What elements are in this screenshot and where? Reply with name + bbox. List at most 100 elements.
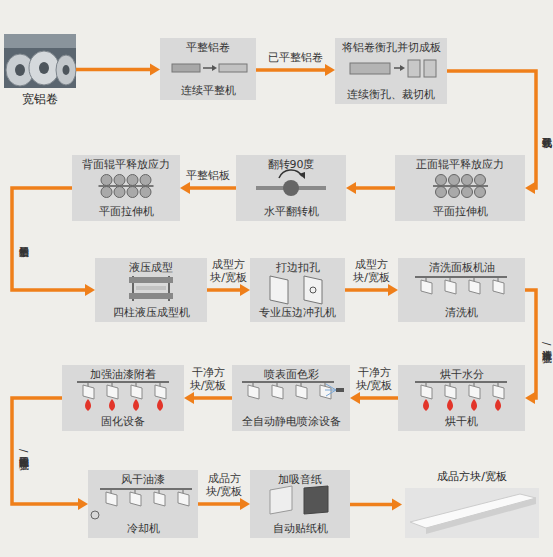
node-caption: 连续衡孔、裁切机	[347, 88, 435, 101]
coil-core	[39, 62, 49, 74]
arrow-line	[76, 68, 151, 72]
product-panel-side	[426, 498, 536, 534]
photo-node: 成品方块/宽板	[402, 470, 542, 540]
product-panel	[410, 494, 536, 528]
node-caption: 水平翻转机	[264, 205, 319, 218]
flow-arrow	[184, 392, 232, 404]
node-heading: 将铝卷衡孔并切成板	[342, 41, 441, 54]
flow-arrow	[256, 64, 335, 76]
arrow-line	[350, 503, 393, 507]
arrow-head	[180, 182, 190, 194]
flow-arrow	[180, 182, 236, 194]
edge-label: 平整铝板	[182, 169, 234, 182]
node-caption: 全自动静电喷涂设备	[242, 415, 341, 428]
arrow-head	[388, 284, 398, 296]
process-box: 正面辊平释放应力平面拉伸机	[395, 155, 525, 221]
node-heading: 宽铝卷	[22, 93, 58, 106]
node-caption: 自动贴纸机	[273, 522, 328, 535]
process-box: 风干油漆冷却机	[88, 470, 198, 538]
photo-bg	[4, 34, 76, 88]
edge-label: 成型方块/宽板	[351, 258, 393, 284]
coil-core	[15, 64, 25, 76]
node-heading: 液压成型	[129, 261, 173, 274]
node-heading: 烘干水分	[440, 368, 484, 381]
node-heading: 风干油漆	[121, 473, 165, 486]
arrow-line	[355, 186, 395, 190]
process-box: 加强油漆附着固化设备	[62, 365, 184, 431]
arrow-head	[525, 392, 535, 404]
arrow-line	[359, 396, 398, 400]
edge-label: 清洗方板/宽板	[540, 342, 552, 345]
node-caption: 平面拉伸机	[99, 205, 154, 218]
arrow-line	[345, 288, 389, 292]
node-heading: 背面辊平释放应力	[82, 158, 170, 171]
arrow-line	[525, 290, 536, 398]
arrow-head	[78, 498, 88, 510]
process-box: 打边扣孔专业压边冲孔机	[250, 258, 345, 322]
process-box: 喷表面色彩全自动静电喷涂设备	[232, 365, 350, 431]
arrow-head	[325, 64, 335, 76]
node-heading: 加强油漆附着	[90, 368, 156, 381]
process-box: 清洗面板机油清洗机	[398, 258, 525, 322]
arrow-line	[189, 186, 236, 190]
process-box: 液压成型四柱液压成型机	[95, 258, 207, 322]
node-caption: 连续平整机	[181, 84, 236, 97]
process-box: 加吸音纸自动贴纸机	[250, 470, 350, 538]
node-heading: 清洗面板机油	[429, 261, 495, 274]
edge-label: 干净方块/宽板	[353, 366, 395, 392]
node-caption: 清洗机	[445, 306, 478, 319]
process-box: 背面辊平释放应力平面拉伸机	[72, 155, 180, 221]
edge-label: 已平整铝卷	[261, 51, 331, 64]
flow-arrow	[207, 284, 250, 296]
edge-label: 干净方块/宽板	[187, 366, 229, 392]
process-box: 翻转90度水平翻转机	[236, 155, 346, 221]
flow-arrow	[345, 284, 398, 296]
photo-bg	[405, 488, 539, 538]
coil	[56, 55, 76, 85]
node-heading: 喷表面色彩	[264, 368, 319, 381]
arrow-head	[150, 64, 160, 76]
coil-core	[63, 65, 70, 75]
process-box: 平整铝卷连续平整机	[160, 38, 256, 100]
flow-arrow	[198, 498, 250, 510]
photo-node: 宽铝卷	[4, 34, 76, 106]
flow-arrow	[350, 392, 398, 404]
coil	[29, 51, 59, 85]
photo-bg	[4, 34, 76, 48]
node-caption: 专业压边冲孔机	[259, 306, 336, 319]
arrow-line	[207, 288, 241, 292]
flow-arrow	[350, 499, 402, 511]
node-caption: 固化设备	[101, 415, 145, 428]
arrow-line	[193, 396, 232, 400]
coil	[6, 54, 34, 86]
arrow-head	[240, 498, 250, 510]
node-heading: 打边扣孔	[276, 261, 320, 274]
node-heading: 成品方块/宽板	[437, 470, 507, 483]
arrow-head	[350, 392, 360, 404]
arrow-head	[184, 392, 194, 404]
arrow-head	[346, 182, 356, 194]
arrow-head	[85, 284, 95, 296]
flow-arrow	[76, 64, 160, 76]
edge-label: 成型方块/宽板	[208, 258, 250, 284]
edge-label: 漆已固化的方板/宽板	[17, 449, 29, 452]
process-box: 将铝卷衡孔并切成板连续衡孔、裁切机	[335, 38, 447, 104]
arrow-head	[525, 182, 535, 194]
node-heading: 平整铝卷	[186, 41, 230, 54]
node-heading: 翻转90度	[268, 158, 315, 171]
node-caption: 四柱液压成型机	[113, 306, 190, 319]
flow-arrow	[346, 182, 395, 194]
arrow-line	[198, 502, 241, 506]
arrow-head	[392, 499, 402, 511]
arrow-head	[240, 284, 250, 296]
node-heading: 正面辊平释放应力	[416, 158, 504, 171]
process-box: 烘干水分烘干机	[398, 365, 525, 431]
node-caption: 烘干机	[445, 415, 478, 428]
node-heading: 加吸音纸	[278, 473, 322, 486]
node-caption: 冷却机	[127, 522, 160, 535]
arrow-line	[256, 68, 326, 72]
edge-label: 成品方块/宽板	[203, 472, 245, 498]
node-caption: 平面拉伸机	[433, 205, 488, 218]
flow-arrow	[525, 290, 536, 404]
